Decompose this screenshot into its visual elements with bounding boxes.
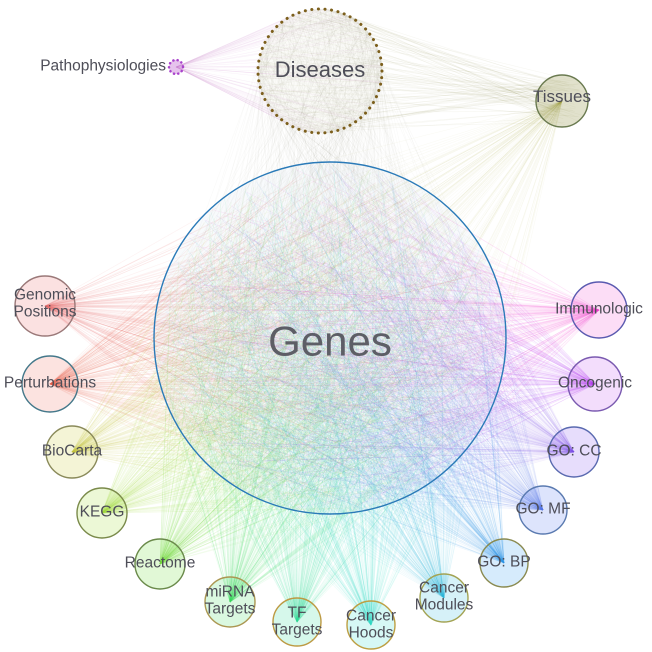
node-cancer-hoods[interactable] xyxy=(346,600,396,650)
edge-fan-tissues-genes xyxy=(156,100,563,507)
edge-fan-go-mf-genes xyxy=(160,163,544,511)
edge-fan-kegg-genes xyxy=(101,171,496,514)
edge-fan-cancer-modules-genes xyxy=(163,167,503,599)
node-pathophysiologies[interactable] xyxy=(167,58,185,76)
edge-fan-mirna-targets-genes xyxy=(154,162,503,603)
edge-fan-oncogenic-genes xyxy=(174,173,596,509)
node-genes[interactable] xyxy=(153,161,507,515)
edge-fan-biocarta-genes xyxy=(71,167,498,513)
node-diseases[interactable] xyxy=(256,7,384,135)
edge-fan-diseases-genes xyxy=(154,8,505,512)
node-tissues[interactable] xyxy=(535,74,589,128)
edge-fan-diseases-tissues xyxy=(257,9,583,134)
node-tf-targets[interactable] xyxy=(272,597,322,647)
node-reactome[interactable] xyxy=(134,538,186,590)
node-perturbations[interactable] xyxy=(21,355,79,413)
node-biocarta[interactable] xyxy=(45,425,99,479)
edge-fan-diseases-pathophysiologies xyxy=(175,8,382,134)
edge-fan-genomic-positions-genes xyxy=(44,170,492,508)
edge-fan-immunologic-genes xyxy=(157,169,600,506)
node-immunologic[interactable] xyxy=(570,281,628,339)
edge-fan-go-bp-genes xyxy=(159,162,505,564)
node-go-bp[interactable] xyxy=(479,538,529,588)
edge-fan-tf-targets-genes xyxy=(163,183,503,623)
edge-fan-diseases-diseases xyxy=(257,8,383,134)
node-cancer-modules[interactable] xyxy=(419,573,469,623)
node-go-cc[interactable] xyxy=(548,426,600,478)
node-kegg[interactable] xyxy=(76,487,128,539)
edge-fan-go-cc-genes xyxy=(170,165,575,509)
edge-fan-reactome-genes xyxy=(159,163,495,565)
edge-fan-perturbations-genes xyxy=(49,169,498,506)
node-genomic-positions[interactable] xyxy=(14,275,76,337)
node-go-mf[interactable] xyxy=(518,485,568,535)
edge-fan-cancer-hoods-genes xyxy=(166,164,490,626)
node-mirna-targets[interactable] xyxy=(204,576,256,628)
node-oncogenic[interactable] xyxy=(567,356,623,412)
